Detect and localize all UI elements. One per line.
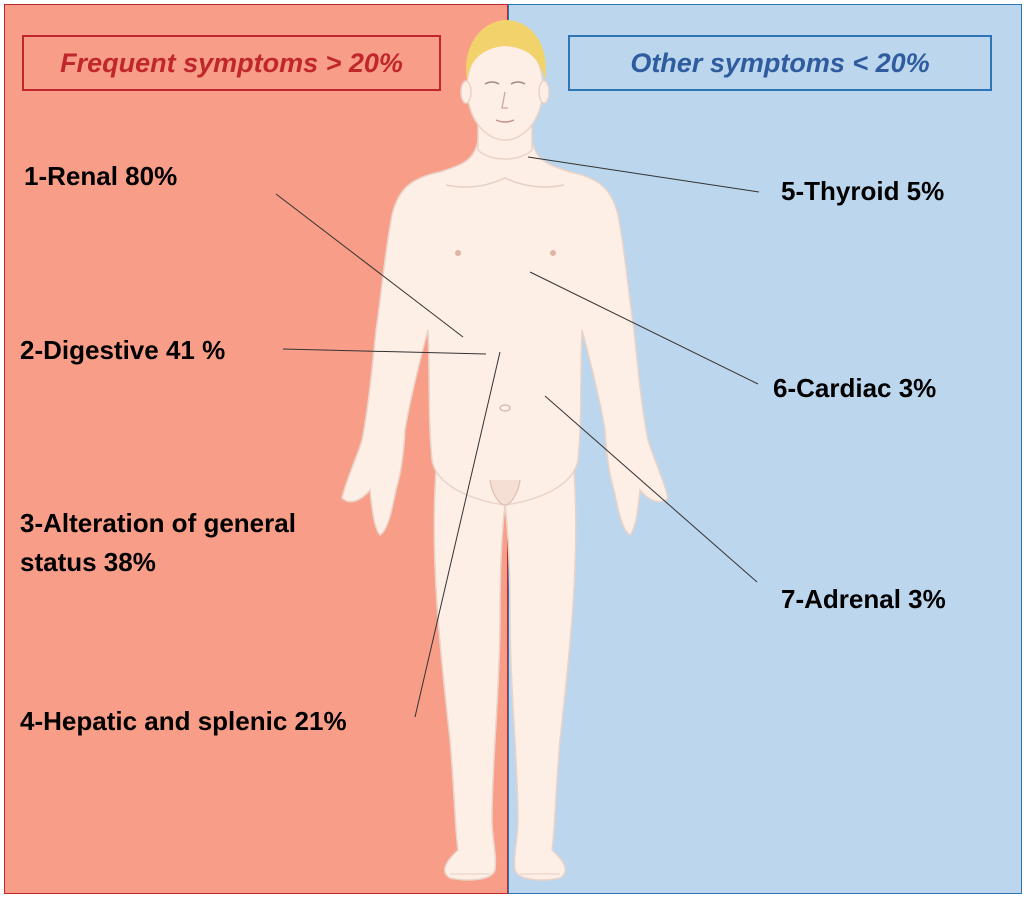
left-leg [434,470,505,880]
label-adrenal: 7-Adrenal 3% [781,580,946,619]
right-leg [505,470,576,880]
label-thyroid: 5-Thyroid 5% [781,172,944,211]
frequent-symptoms-header: Frequent symptoms > 20% [22,35,441,91]
human-body-illustration [342,20,668,880]
label-general-status: 3-Alteration of general status 38% [20,504,310,582]
other-symptoms-header: Other symptoms < 20% [568,35,992,91]
torso [342,140,668,535]
leader-line-adrenal [545,396,757,582]
label-cardiac: 6-Cardiac 3% [773,369,936,408]
label-renal: 1-Renal 80% [24,157,177,196]
label-hepatic-splenic: 4-Hepatic and splenic 21% [20,702,347,741]
label-digestive: 2-Digestive 41 % [20,331,225,370]
